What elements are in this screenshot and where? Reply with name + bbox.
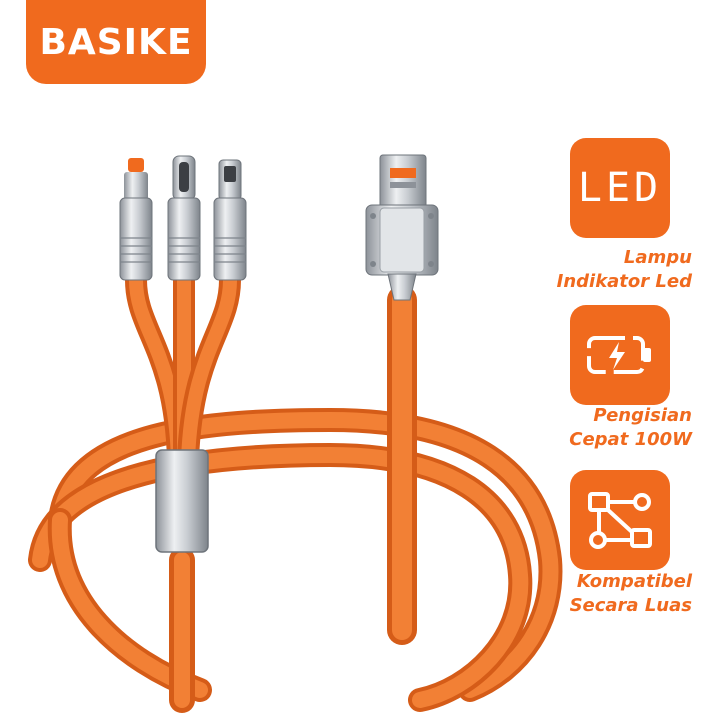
feature-line2: Cepat 100W <box>569 429 692 450</box>
cable-splitter <box>155 449 209 553</box>
compat-feature-icon <box>570 470 670 570</box>
lightning-connector <box>119 158 153 281</box>
feature-line1: Lampu <box>623 247 692 268</box>
feature-line1: Pengisian <box>593 405 692 426</box>
cable-branches <box>125 269 241 471</box>
led-feature-caption: Lampu Indikator Led <box>492 246 692 294</box>
cable-coil <box>28 407 563 712</box>
brand-logo: BASIKE <box>26 0 206 84</box>
led-feature-icon: LED <box>570 138 670 238</box>
brand-name: BASIKE <box>39 21 193 63</box>
led-icon: LED <box>577 165 663 211</box>
fast-charge-feature-caption: Pengisian Cepat 100W <box>492 404 692 452</box>
micro-usb-connector <box>213 159 247 281</box>
feature-line1: Kompatibel <box>576 571 692 592</box>
feature-line2: Indikator Led <box>556 271 692 292</box>
usb-a-connector <box>365 154 439 301</box>
flowchart-icon <box>588 492 652 549</box>
fast-charge-feature-icon <box>570 305 670 405</box>
feature-line2: Secara Luas <box>569 595 692 616</box>
usb-c-connector <box>167 155 201 281</box>
compat-feature-caption: Kompatibel Secara Luas <box>492 570 692 618</box>
battery-charging-icon <box>587 336 651 374</box>
